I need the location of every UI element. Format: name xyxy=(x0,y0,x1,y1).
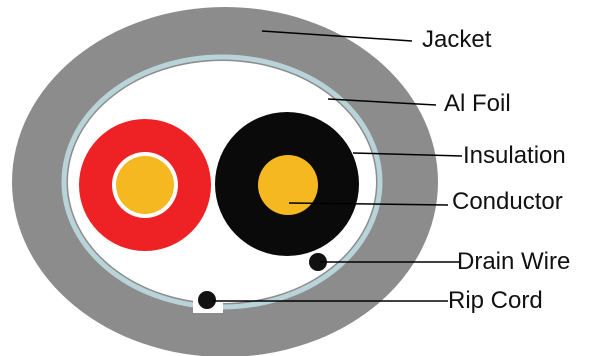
drain-wire xyxy=(309,253,327,271)
conductor-label: Conductor xyxy=(452,188,563,215)
rip-cord xyxy=(198,291,216,309)
insulation-leader-line xyxy=(352,152,463,157)
jacket-leader-line xyxy=(261,30,413,42)
foil-leader-line xyxy=(327,98,437,106)
red-conductor xyxy=(116,156,174,214)
jacket-label: Jacket xyxy=(422,26,492,53)
conductor-leader-line xyxy=(288,202,449,206)
black-conductor xyxy=(258,155,318,215)
foil-label: Al Foil xyxy=(444,90,511,117)
drain-wire-label: Drain Wire xyxy=(457,248,571,275)
insulation-label: Insulation xyxy=(463,142,566,169)
rip-cord-label: Rip Cord xyxy=(448,287,543,314)
